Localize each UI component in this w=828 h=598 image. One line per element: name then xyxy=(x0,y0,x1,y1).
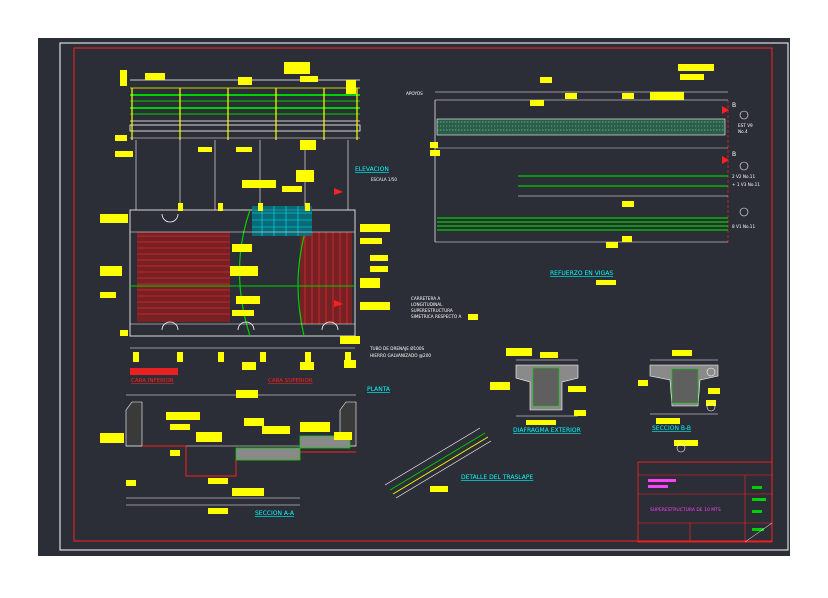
section-aa-slab-fill xyxy=(235,447,301,461)
beam-reinforcement-view: APOYOS B B EST V9 xyxy=(406,64,760,285)
bar-mid-label: + 1 V3 No.11 xyxy=(732,182,760,187)
outer-border xyxy=(59,42,789,551)
apoyos-label: APOYOS xyxy=(406,91,423,96)
beam-reinforcement-title: REFUERZO EN VIGAS xyxy=(550,270,613,277)
plan-note-2: LONGITUDINAL xyxy=(411,302,443,307)
cara-superior-label: CARA SUPERIOR xyxy=(268,378,313,384)
plan-title: PLANTA xyxy=(367,386,391,393)
elevation-scale: ESCALA 1/50 xyxy=(371,177,397,182)
lap-detail-title: DETALLE DEL TRASLAPE xyxy=(461,474,533,481)
title-block-title: SUPERESTRUCTURA DE 10 MTS xyxy=(650,507,721,513)
section-aa-view: SECCION A-A xyxy=(100,390,357,517)
section-b-mark-bottom: B xyxy=(732,151,736,158)
cara-inferior-label: CARA INFERIOR xyxy=(131,378,174,384)
diaphragm-title: DIAFRAGMA EXTERIOR xyxy=(513,427,581,434)
plan-note-1: CARRETERA A xyxy=(411,296,440,301)
drain-note-1: TUBO DE DRENAJE Ø100S xyxy=(369,346,425,351)
est-spacing: No.4 xyxy=(738,129,748,134)
inner-border xyxy=(73,47,773,542)
plan-note-3: SUPERESTRUCTURA xyxy=(411,308,453,313)
elevation-title: ELEVACION xyxy=(355,166,389,173)
est-mark: EST V9 xyxy=(738,123,753,128)
elevation-view: ELEVACION ESCALA 1/50 xyxy=(115,62,397,210)
bar-bottom-label: 8 V1 No.11 xyxy=(732,224,755,229)
section-aa-title: SECCION A-A xyxy=(255,510,295,517)
section-cut-arrow xyxy=(334,188,343,195)
diaphragm-view: DIAFRAGMA EXTERIOR xyxy=(490,348,586,434)
title-block: SUPERESTRUCTURA DE 10 MTS xyxy=(637,461,773,543)
est-callout-bubble xyxy=(739,110,749,120)
plan-view: CARA INFERIOR CARA SUPERIOR PLANTA CARRE… xyxy=(100,170,478,393)
plan-note-4: SIMETRICA RESPECTO A xyxy=(411,314,461,319)
bar-top-label: 2 V2 No.11 xyxy=(732,174,755,179)
bottom-bar-callout-bubble xyxy=(739,207,749,217)
section-bb-title: SECCION B-B xyxy=(652,425,691,432)
section-b-mark-top: B xyxy=(732,102,736,109)
bar-callout-bubble xyxy=(739,161,749,171)
drain-note-2: HIERRO GALVANIZADO @200 xyxy=(370,353,431,358)
lap-detail-view: DETALLE DEL TRASLAPE xyxy=(384,427,533,499)
section-bb-view: SECCION B-B xyxy=(638,350,720,453)
